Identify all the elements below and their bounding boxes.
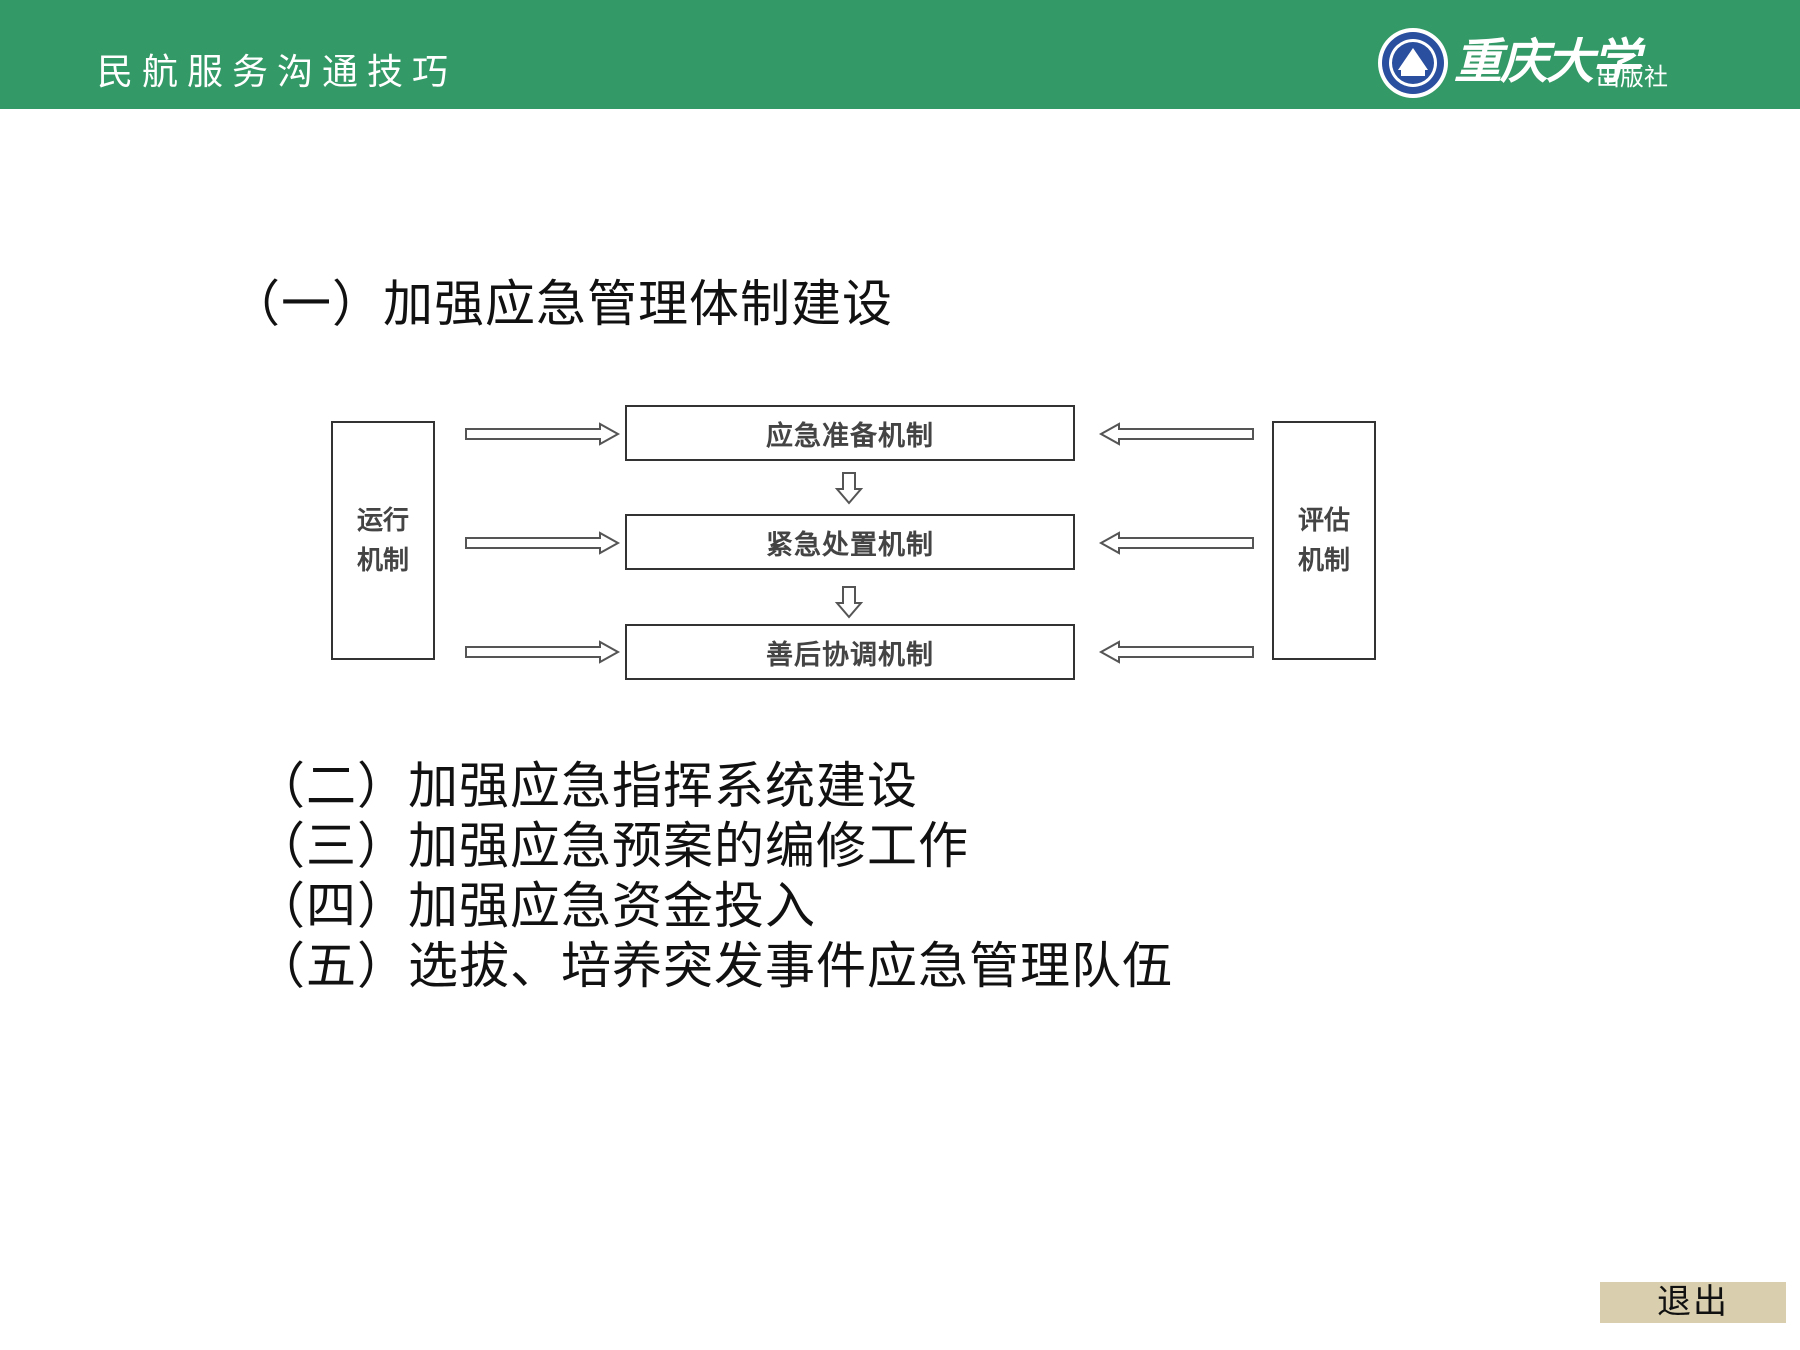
disposal-mechanism-label: 紧急处置机制: [766, 529, 934, 561]
operation-mechanism-box: 运行机制: [331, 421, 435, 660]
logo-university-name: 重庆大学: [1454, 34, 1640, 90]
list-item: （二）加强应急指挥系统建设: [255, 757, 918, 815]
arrow-eval-to-aftermath: [1100, 641, 1254, 663]
evaluation-mechanism-label: 评估机制: [1297, 505, 1350, 576]
course-title: 民航服务沟通技巧: [97, 52, 458, 93]
list-item: （五）选拔、培养突发事件应急管理队伍: [255, 937, 1173, 995]
arrow-dispose-to-aftermath: [836, 586, 862, 618]
arrow-run-to-prepare: [465, 423, 619, 445]
operation-mechanism-label: 运行机制: [356, 505, 409, 576]
header-bar: 民航服务沟通技巧 重庆大学 出版社: [0, 0, 1800, 109]
arrow-run-to-dispose: [465, 532, 619, 554]
aftermath-mechanism-box: 善后协调机制: [625, 624, 1075, 680]
preparation-mechanism-box: 应急准备机制: [625, 405, 1075, 461]
publisher-logo: 重庆大学 出版社: [1376, 26, 1676, 102]
aftermath-mechanism-label: 善后协调机制: [766, 639, 934, 671]
section-heading: （一）加强应急管理体制建设: [230, 275, 893, 333]
list-item: （三）加强应急预案的编修工作: [255, 817, 969, 875]
arrow-eval-to-prepare: [1100, 423, 1254, 445]
university-seal-icon: [1378, 28, 1448, 98]
measures-list: （二）加强应急指挥系统建设 （三）加强应急预案的编修工作 （四）加强应急资金投入…: [255, 756, 1173, 996]
arrow-eval-to-dispose: [1100, 532, 1254, 554]
evaluation-mechanism-box: 评估机制: [1272, 421, 1376, 660]
exit-button[interactable]: 退出: [1600, 1282, 1786, 1323]
disposal-mechanism-box: 紧急处置机制: [625, 514, 1075, 570]
preparation-mechanism-label: 应急准备机制: [766, 420, 934, 452]
list-item: （四）加强应急资金投入: [255, 877, 816, 935]
logo-press-label: 出版社: [1596, 63, 1668, 91]
arrow-prepare-to-dispose: [836, 472, 862, 504]
arrow-run-to-aftermath: [465, 641, 619, 663]
